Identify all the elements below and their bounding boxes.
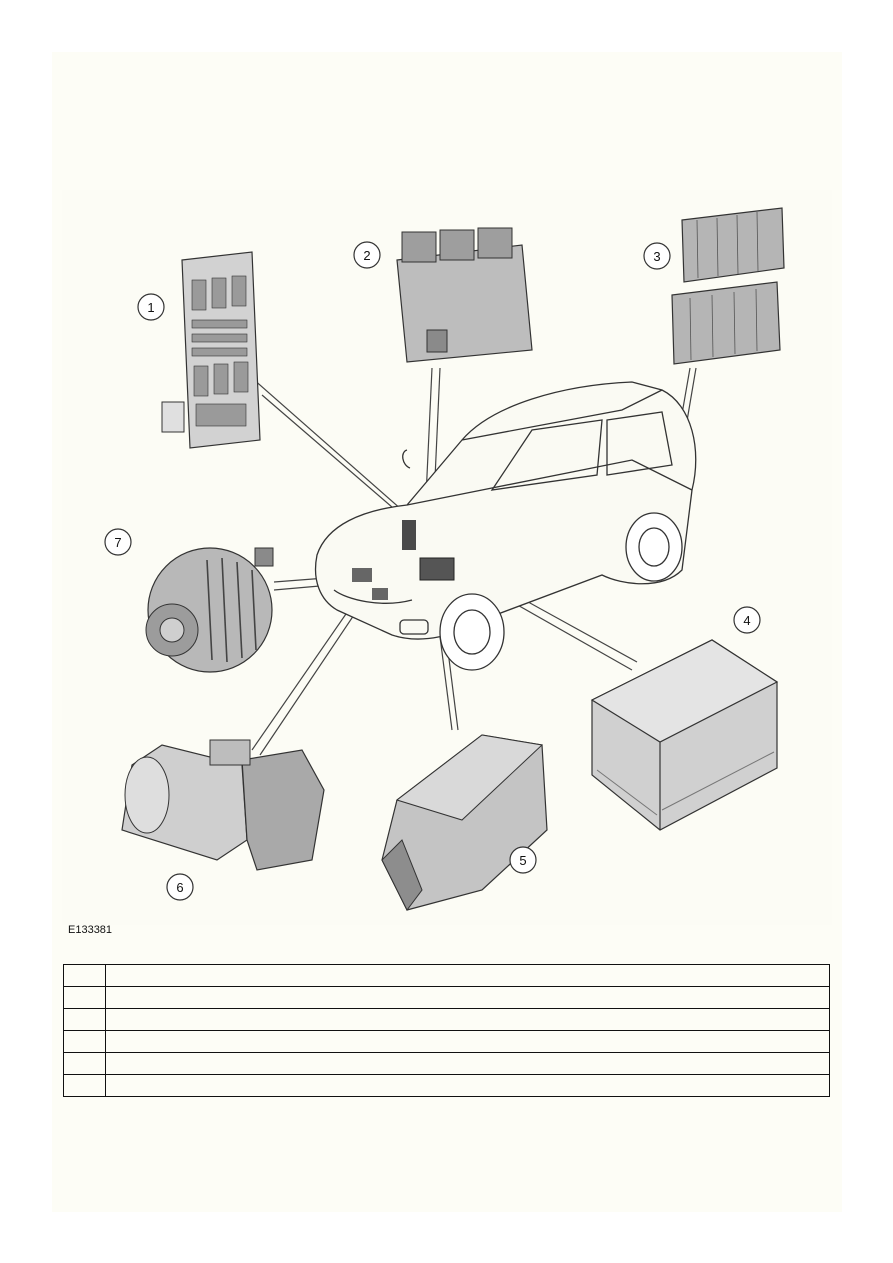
engine-bay-components: [352, 520, 455, 600]
callout-1: 1: [147, 300, 154, 315]
item-cell: [63, 1074, 106, 1097]
exploded-view-illustration: 1 2 3 4 5 6 7: [104, 207, 785, 911]
table-row: [63, 986, 830, 1009]
item-cell: [63, 1052, 106, 1075]
item-cell: [63, 964, 106, 987]
legend-table: [63, 964, 830, 1097]
item-cell: [63, 1008, 106, 1031]
description-cell: [105, 1030, 830, 1053]
engine-control-module-illustration: [396, 227, 533, 363]
callout-circles: [104, 241, 761, 901]
callout-3: 3: [653, 249, 660, 264]
description-cell: [105, 1052, 830, 1075]
description-cell: [105, 964, 830, 987]
fuse-box-illustration: [161, 251, 261, 449]
item-cell: [63, 986, 106, 1009]
component-location-figure: 1 2 3 4 5 6 7: [62, 190, 832, 925]
description-cell: [105, 986, 830, 1009]
relay-block-illustration: [671, 207, 785, 365]
table-row: [63, 1030, 830, 1053]
callout-7: 7: [114, 535, 121, 550]
vehicle-outline-illustration: [314, 381, 697, 671]
callout-6: 6: [176, 880, 183, 895]
table-row: [63, 1008, 830, 1031]
item-cell: [63, 1030, 106, 1053]
battery-box-illustration: [381, 734, 548, 911]
starter-motor-illustration: [121, 739, 325, 871]
callout-5: 5: [519, 853, 526, 868]
table-row: [63, 1074, 830, 1097]
callout-4: 4: [743, 613, 750, 628]
alternator-illustration: [145, 547, 274, 673]
figure-id: E133381: [68, 924, 113, 936]
description-cell: [105, 1074, 830, 1097]
battery-illustration: [590, 639, 779, 831]
callout-2: 2: [363, 248, 370, 263]
table-row: [63, 1052, 830, 1075]
table-row: [63, 964, 830, 987]
description-cell: [105, 1008, 830, 1031]
